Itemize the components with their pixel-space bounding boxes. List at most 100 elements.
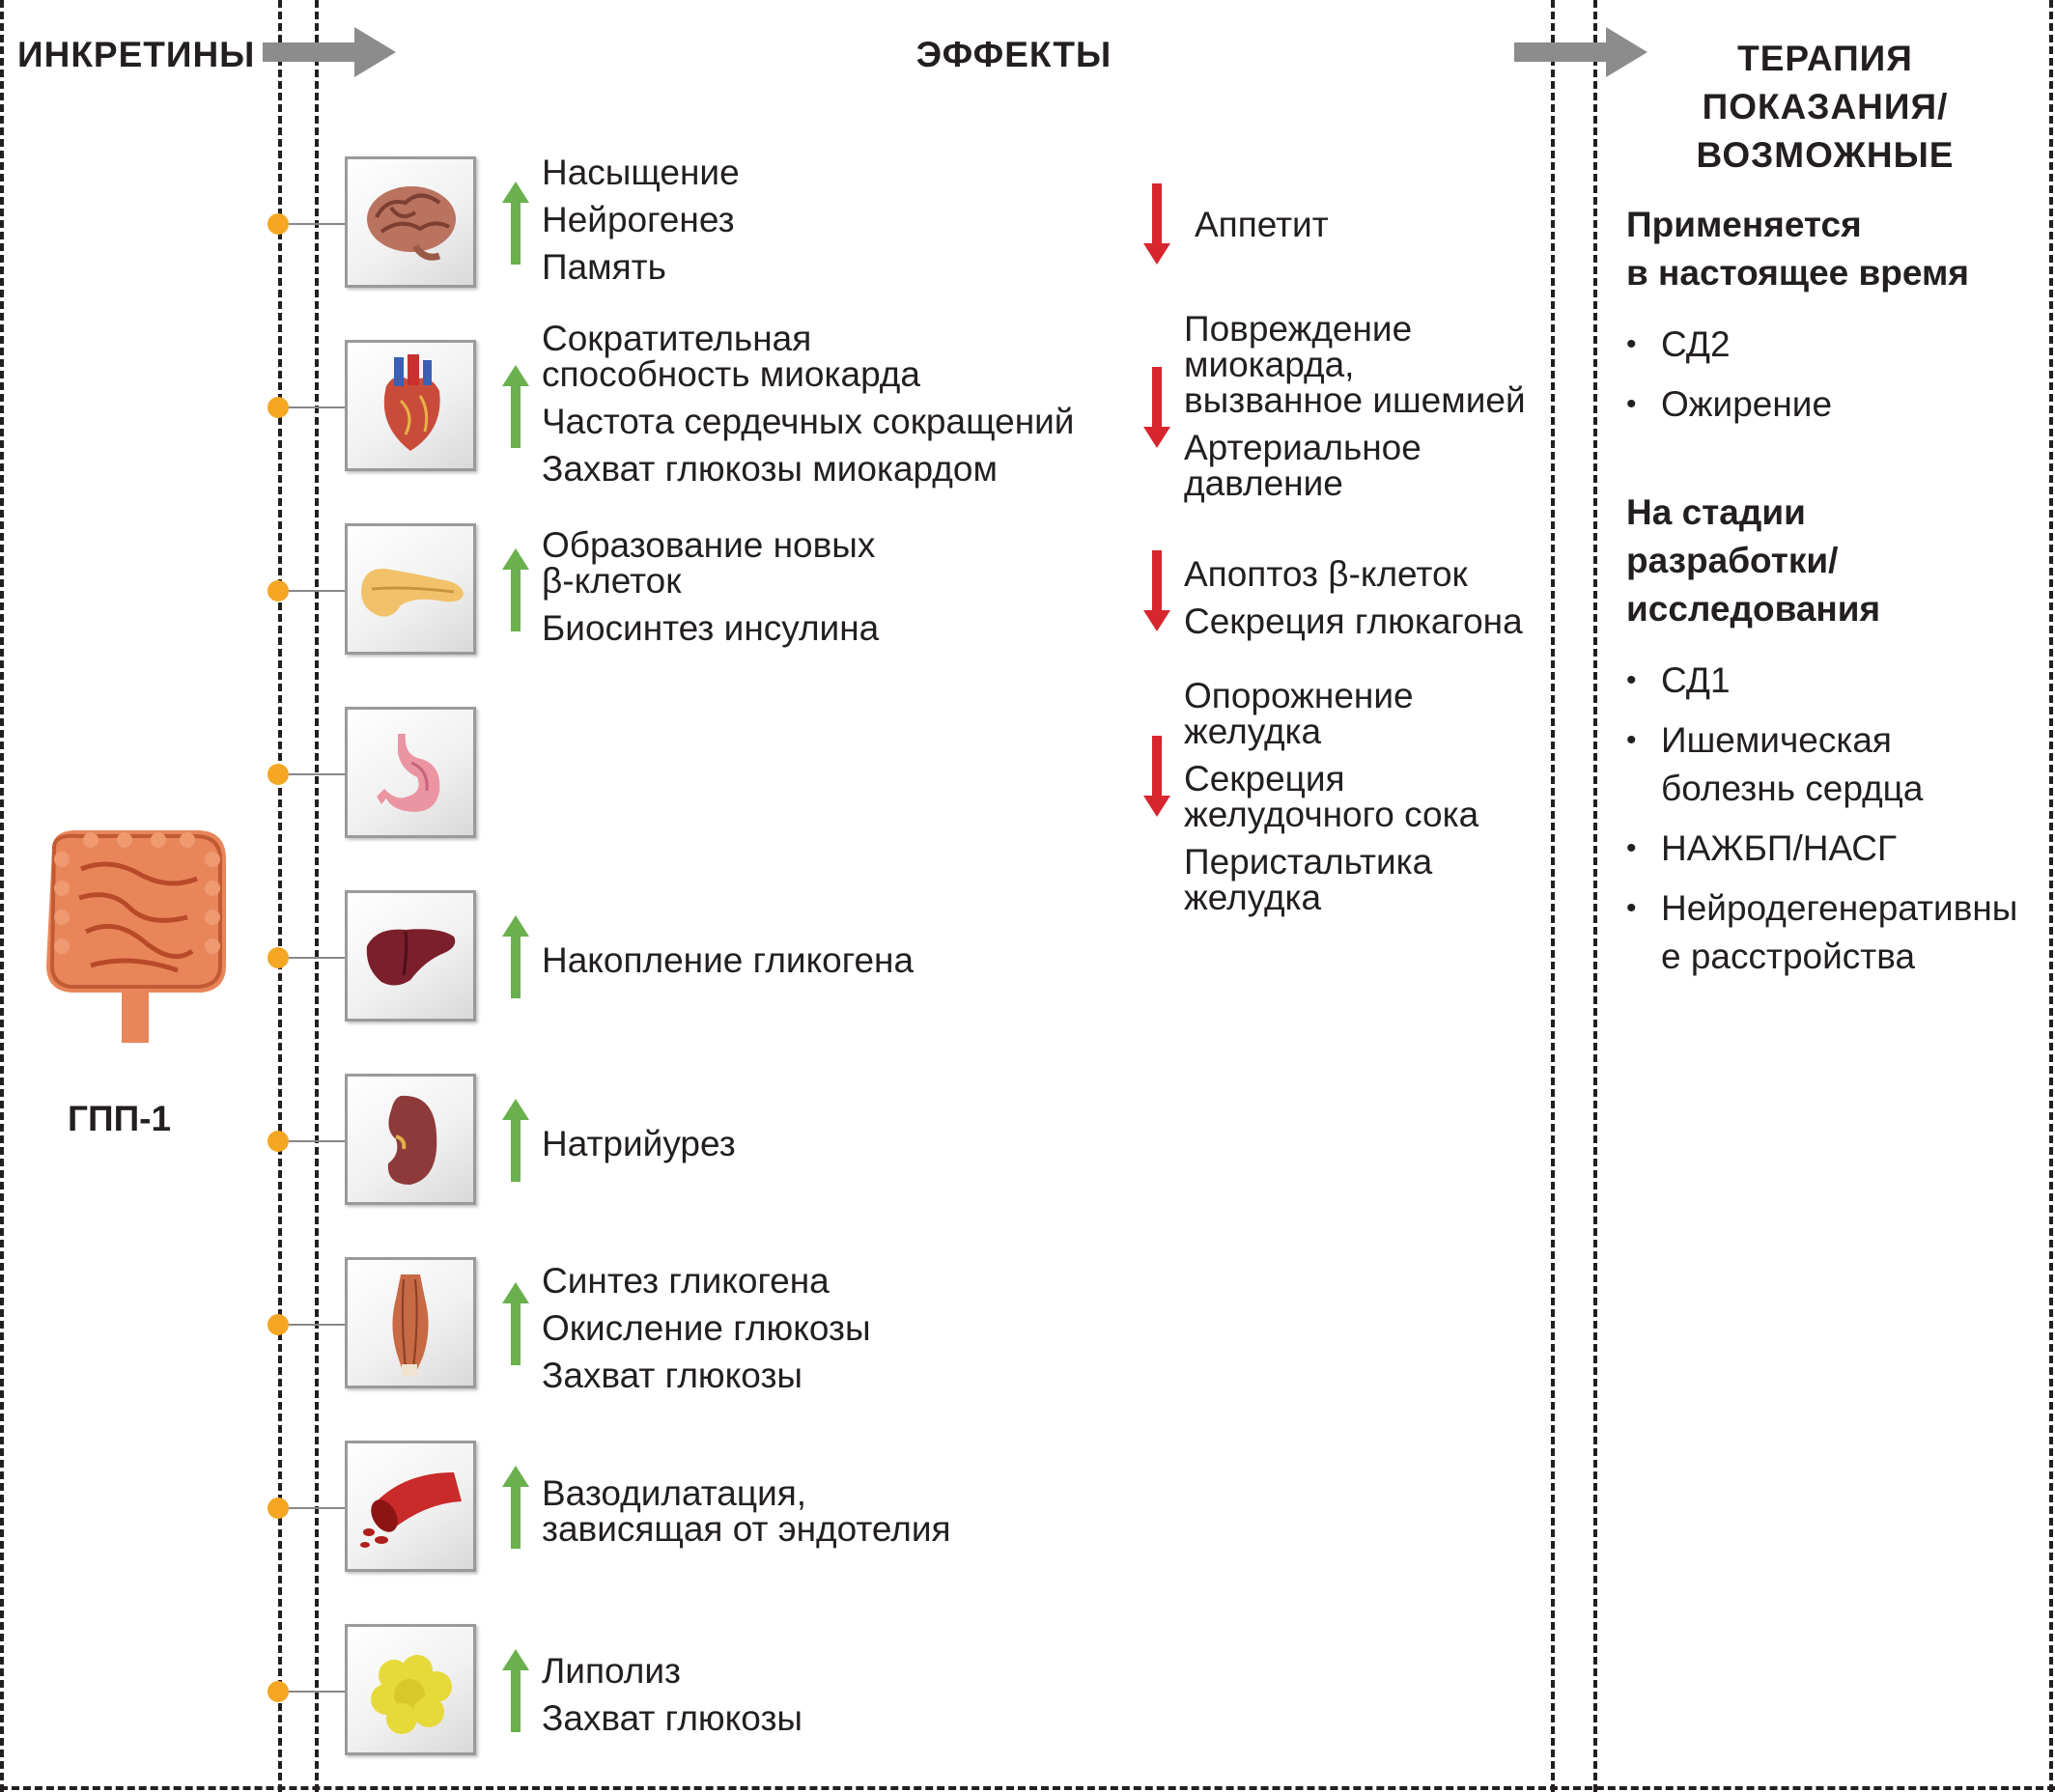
increase-arrow-icon — [502, 1282, 529, 1365]
effect-line: Сократительная — [542, 319, 812, 358]
organ-box-liver — [345, 890, 476, 1022]
effect-line: желудка — [1184, 712, 1322, 751]
organ-box-brain — [345, 156, 476, 288]
decrease-stomach: Опорожнение желудка Секреция желудочного… — [1184, 678, 1478, 915]
increase-arrow-icon — [502, 915, 529, 998]
connector-dot — [267, 1314, 289, 1335]
connector-line — [289, 1140, 345, 1142]
decrease-appetite: Аппетит — [1195, 207, 1329, 242]
organ-box-fat-cells — [345, 1624, 476, 1755]
brain-icon — [367, 186, 456, 261]
connector-line — [289, 773, 345, 775]
decrease-cardio: Повреждение миокарда, вызванное ишемией … — [1184, 311, 1526, 501]
effect-line: желудочного сока — [1184, 795, 1479, 834]
effect-line: Окисление глюкозы — [542, 1308, 871, 1348]
effect-line: Захват глюкозы миокардом — [542, 449, 998, 489]
kidney-icon — [387, 1095, 437, 1185]
heading-line: разработки/ — [1626, 541, 1839, 580]
increase-arrow-icon — [502, 182, 529, 265]
effect-line: желудка — [1184, 878, 1322, 917]
intestine-icon — [46, 829, 226, 1043]
effect-line: Повреждение — [1184, 309, 1413, 349]
effect-line: Нейрогенез — [542, 200, 735, 239]
frame-left-line — [0, 0, 4, 1792]
increase-arrow-icon — [502, 365, 529, 448]
list-item: СД1 — [1626, 657, 2032, 705]
effect-line: Перистальтика — [1184, 842, 1433, 882]
fat-cells-icon — [371, 1655, 452, 1734]
connector-line — [289, 406, 345, 408]
effect-muscle: Синтез гликогена Окисление глюкозы Захва… — [542, 1257, 871, 1399]
effect-line: β-клеток — [542, 561, 682, 601]
heading-line: Применяется — [1626, 205, 1862, 244]
effect-line: Апоптоз β-клеток — [1184, 554, 1468, 594]
increase-arrow-icon — [502, 548, 529, 631]
organ-box-muscle — [345, 1257, 476, 1388]
organ-box-heart — [345, 340, 476, 471]
research-therapy-list: СД1 Ишемическая болезнь сердца НАЖБП/НАС… — [1626, 657, 2032, 993]
connector-line — [289, 957, 345, 959]
effect-kidney: Натрийурез — [542, 1126, 736, 1162]
therapy-title-line-3: ВОЗМОЖНЫЕ — [1696, 135, 1955, 175]
effect-line: Накопление гликогена — [542, 940, 915, 980]
organ-box-pancreas — [345, 523, 476, 655]
connector-line — [289, 590, 345, 592]
list-item: Нейродегенеративные расстройства — [1626, 884, 2032, 981]
organ-box-blood-vessel — [345, 1441, 476, 1572]
heading-line: На стадии — [1626, 492, 1806, 532]
effects-column-title: ЭФФЕКТЫ — [915, 35, 1112, 74]
connector-dot — [267, 1681, 289, 1702]
effect-line: Память — [542, 247, 666, 287]
muscle-icon — [392, 1274, 429, 1376]
pancreas-icon — [361, 569, 464, 617]
connector-dot — [267, 764, 289, 785]
divider-effects-therapy-2 — [1593, 0, 1597, 1792]
decrease-pancreas: Апоптоз β-клеток Секреция глюкагона — [1184, 550, 1523, 645]
effect-line: способность миокарда — [542, 354, 920, 394]
flow-arrow-icon — [1514, 27, 1647, 77]
flow-arrow-icon — [263, 27, 396, 77]
stomach-icon — [377, 734, 440, 812]
effect-line: Захват глюкозы — [542, 1356, 803, 1395]
effect-line: Секреция — [1184, 759, 1345, 798]
connector-line — [289, 1691, 345, 1693]
effect-line: Частота сердечных сокращений — [542, 402, 1075, 441]
research-therapy-heading: На стадии разработки/ исследования — [1626, 489, 1880, 633]
effect-pancreas: Образование новых β-клеток Биосинтез инс… — [542, 527, 879, 646]
current-therapy-heading: Применяется в настоящее время — [1626, 201, 1969, 297]
effect-line: Захват глюкозы — [542, 1698, 803, 1738]
connector-dot — [267, 947, 289, 968]
effect-blood-vessel: Вазодилатация, зависящая от эндотелия — [542, 1475, 951, 1547]
frame-bottom-line — [0, 1786, 2055, 1790]
blood-vessel-icon — [360, 1472, 462, 1548]
heart-icon — [383, 354, 440, 451]
effect-fat-cells: Липолиз Захват глюкозы — [542, 1647, 802, 1742]
effect-line: Опорожнение — [1184, 676, 1414, 715]
effect-line: Липолиз — [542, 1651, 681, 1691]
effect-line: зависящая от эндотелия — [542, 1509, 951, 1549]
effect-line: Секреция глюкагона — [1184, 602, 1523, 641]
increase-arrow-icon — [502, 1649, 529, 1732]
effect-line: вызванное ишемией — [1184, 380, 1526, 420]
effect-line: Аппетит — [1195, 205, 1329, 244]
decrease-arrow-icon — [1143, 736, 1170, 817]
connector-line — [289, 223, 345, 225]
frame-right-line — [2049, 0, 2053, 1792]
effect-line: Синтез гликогена — [542, 1261, 830, 1301]
therapy-title-line-1: ТЕРАПИЯ — [1737, 39, 1913, 78]
heading-line: исследования — [1626, 589, 1881, 629]
divider-incretins-effects-2 — [315, 0, 319, 1792]
list-item: НАЖБП/НАСГ — [1626, 825, 2032, 873]
current-therapy-list: СД2 Ожирение — [1626, 321, 1832, 440]
list-item: СД2 — [1626, 321, 1832, 369]
connector-dot — [267, 397, 289, 418]
effect-heart: Сократительная способность миокарда Част… — [542, 321, 1074, 487]
incretins-column-title: ИНКРЕТИНЫ — [17, 35, 256, 74]
organ-box-stomach — [345, 707, 476, 838]
decrease-arrow-icon — [1143, 550, 1170, 631]
connector-line — [289, 1507, 345, 1509]
effect-line: миокарда, — [1184, 345, 1355, 384]
therapy-column-title: ТЕРАПИЯ ПОКАЗАНИЯ/ ВОЗМОЖНЫЕ — [1632, 35, 2018, 180]
effect-line: давление — [1184, 463, 1343, 503]
therapy-title-line-2: ПОКАЗАНИЯ/ — [1702, 87, 1949, 126]
